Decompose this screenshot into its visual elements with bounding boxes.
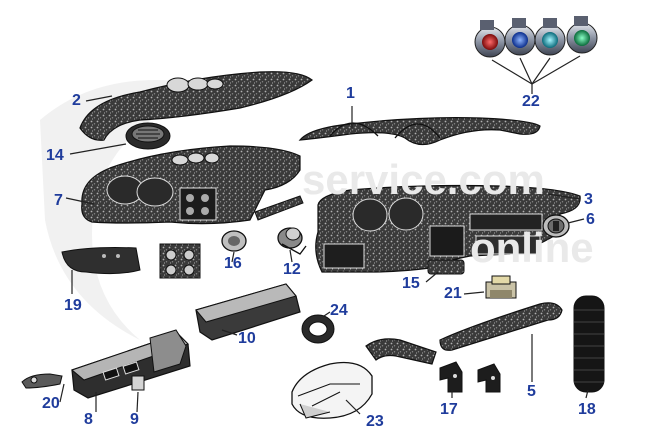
part-19-hole-1 [102, 254, 106, 258]
part-2-dash-top-cover [79, 71, 313, 141]
part-12-switch [277, 227, 307, 255]
callout-14: 14 [46, 147, 64, 164]
callout-17: 17 [440, 401, 458, 418]
part-19-hole-2 [116, 254, 120, 258]
part-17-brackets [439, 361, 501, 393]
callout-7: 7 [54, 192, 63, 209]
part-2-vent-right [206, 78, 224, 90]
part-1-hood-right [394, 123, 441, 139]
part-21-bracket [485, 275, 517, 299]
part-24-ring [301, 314, 335, 344]
callout-3: 3 [584, 191, 593, 208]
callout-21: 21 [444, 285, 462, 302]
part-7-vent-1 [171, 154, 189, 166]
part-gauge-cluster-dial-3 [165, 264, 177, 276]
callout-15: 15 [402, 275, 420, 292]
part-3-left-lower-panel [323, 243, 365, 269]
part-2-vent-left [166, 77, 190, 93]
part-9-clip [131, 375, 145, 391]
part-8-end-piece [149, 329, 187, 373]
part-gauge-cluster-dial-1 [165, 249, 177, 261]
watermark-text-1: service.com [302, 156, 545, 203]
part-10-top-face [195, 283, 297, 323]
part-gauge-cluster [159, 243, 201, 279]
part-7-vent-2 [187, 152, 205, 164]
callout-12: 12 [283, 261, 301, 278]
part-3-gauge-right [388, 197, 424, 231]
callout-16: 16 [224, 255, 242, 272]
part-20-hole [30, 376, 38, 384]
part-18-boot [573, 295, 605, 393]
part-8-slot-1 [102, 367, 120, 381]
part-7-glovebox-strip [254, 195, 304, 221]
part-1-hood-left [329, 122, 379, 137]
callout-1: 1 [346, 85, 355, 102]
part-6-lock [542, 214, 570, 238]
part-7-dial-4 [201, 207, 209, 215]
part-7-gauge-right [136, 177, 174, 207]
part-7-center-panel [179, 187, 217, 221]
part-3-glovebox [475, 235, 541, 255]
part-14-round-vent [125, 122, 171, 150]
part-5-trim-long [439, 302, 563, 351]
callout-20: 20 [42, 395, 60, 412]
part-gauge-cluster-dial-4 [183, 264, 195, 276]
callout-6: 6 [586, 211, 595, 228]
part-3-center-panel [429, 225, 465, 257]
part-5-trim-left [365, 338, 437, 365]
callout-24: 24 [330, 302, 348, 319]
part-7-dashboard [81, 145, 301, 225]
part-1-dash-top-pad [298, 117, 541, 146]
part-15-trim-strip [427, 259, 465, 275]
callout-19: 19 [64, 297, 82, 314]
part-19-knee-pad [61, 247, 141, 275]
part-3-gauge-left [352, 198, 388, 232]
part-7-dial-3 [186, 207, 194, 215]
callout-23: 23 [366, 413, 384, 430]
part-16-knob [221, 230, 247, 252]
part-20-handle [21, 373, 63, 389]
part-7-dial-1 [186, 194, 194, 202]
watermark-swoosh [40, 80, 230, 340]
part-23-housing [291, 361, 373, 419]
callout-10: 10 [238, 330, 256, 347]
part-7-dial-2 [201, 194, 209, 202]
watermark-text-2: online [470, 224, 594, 271]
leader-lines [59, 55, 589, 415]
callout-2: 2 [72, 92, 81, 109]
part-7-vent-3 [204, 152, 220, 164]
callout-5: 5 [527, 383, 536, 400]
callout-8: 8 [84, 411, 93, 428]
part-8-slot-2 [122, 361, 140, 375]
part-22-indicator-lamps [474, 16, 598, 58]
part-3-switch-strip [469, 213, 543, 231]
callout-18: 18 [578, 401, 596, 418]
part-gauge-cluster-dial-2 [183, 249, 195, 261]
callout-22: 22 [522, 93, 540, 110]
callout-9: 9 [130, 411, 139, 428]
part-2-vent-mid [187, 77, 209, 91]
